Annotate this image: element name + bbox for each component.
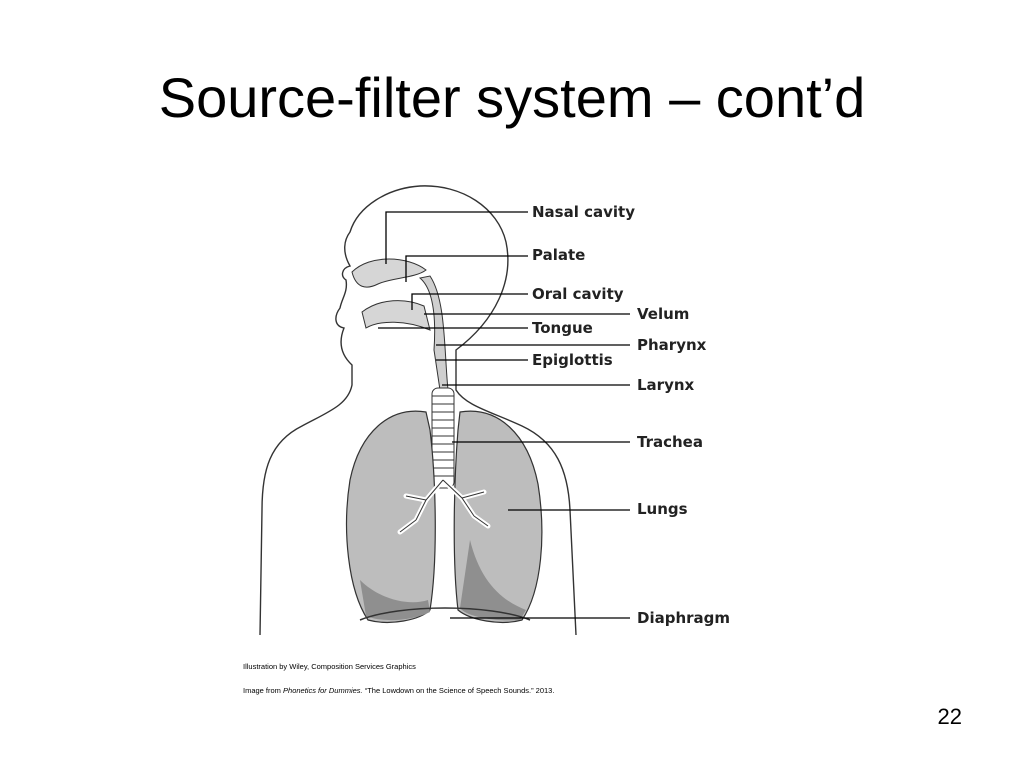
slide-title: Source-filter system – cont’d (158, 66, 866, 129)
label-lungs: Lungs (637, 500, 688, 518)
credit-book-title: Phonetics for Dummies. (283, 686, 363, 695)
label-tongue: Tongue (532, 319, 593, 337)
label-palate: Palate (532, 246, 586, 264)
oral-cavity-shape (361, 300, 431, 331)
label-velum: Velum (637, 305, 690, 323)
lung-lower-shading (360, 540, 526, 621)
leader-lines (378, 211, 630, 619)
trachea-rings (431, 387, 455, 489)
illustration-credit: Illustration by Wiley, Composition Servi… (243, 662, 416, 671)
label-diaphragm: Diaphragm (637, 609, 731, 627)
pharynx-shape (418, 275, 449, 391)
credit-prefix: Image from (243, 686, 284, 695)
image-source-credit: Image from Phonetics for Dummies. “The L… (243, 686, 554, 695)
anatomy-illustration (259, 185, 630, 636)
left-lung (345, 410, 436, 623)
page-number: 22 (937, 704, 962, 729)
label-larynx: Larynx (637, 376, 695, 394)
body-outline (259, 185, 577, 636)
credit-suffix: “The Lowdown on the Science of Speech So… (362, 686, 555, 695)
label-oral-cavity: Oral cavity (532, 285, 624, 303)
nasal-cavity-shape (351, 258, 427, 288)
bronchi-outline (399, 479, 489, 533)
label-trachea: Trachea (637, 433, 703, 451)
label-pharynx: Pharynx (637, 336, 707, 354)
respiratory-diagram: Nasal cavity Palate Oral cavity Velum To… (230, 180, 750, 650)
label-epiglottis: Epiglottis (532, 351, 613, 369)
diaphragm-shape (359, 607, 531, 621)
label-nasal-cavity: Nasal cavity (532, 203, 635, 221)
